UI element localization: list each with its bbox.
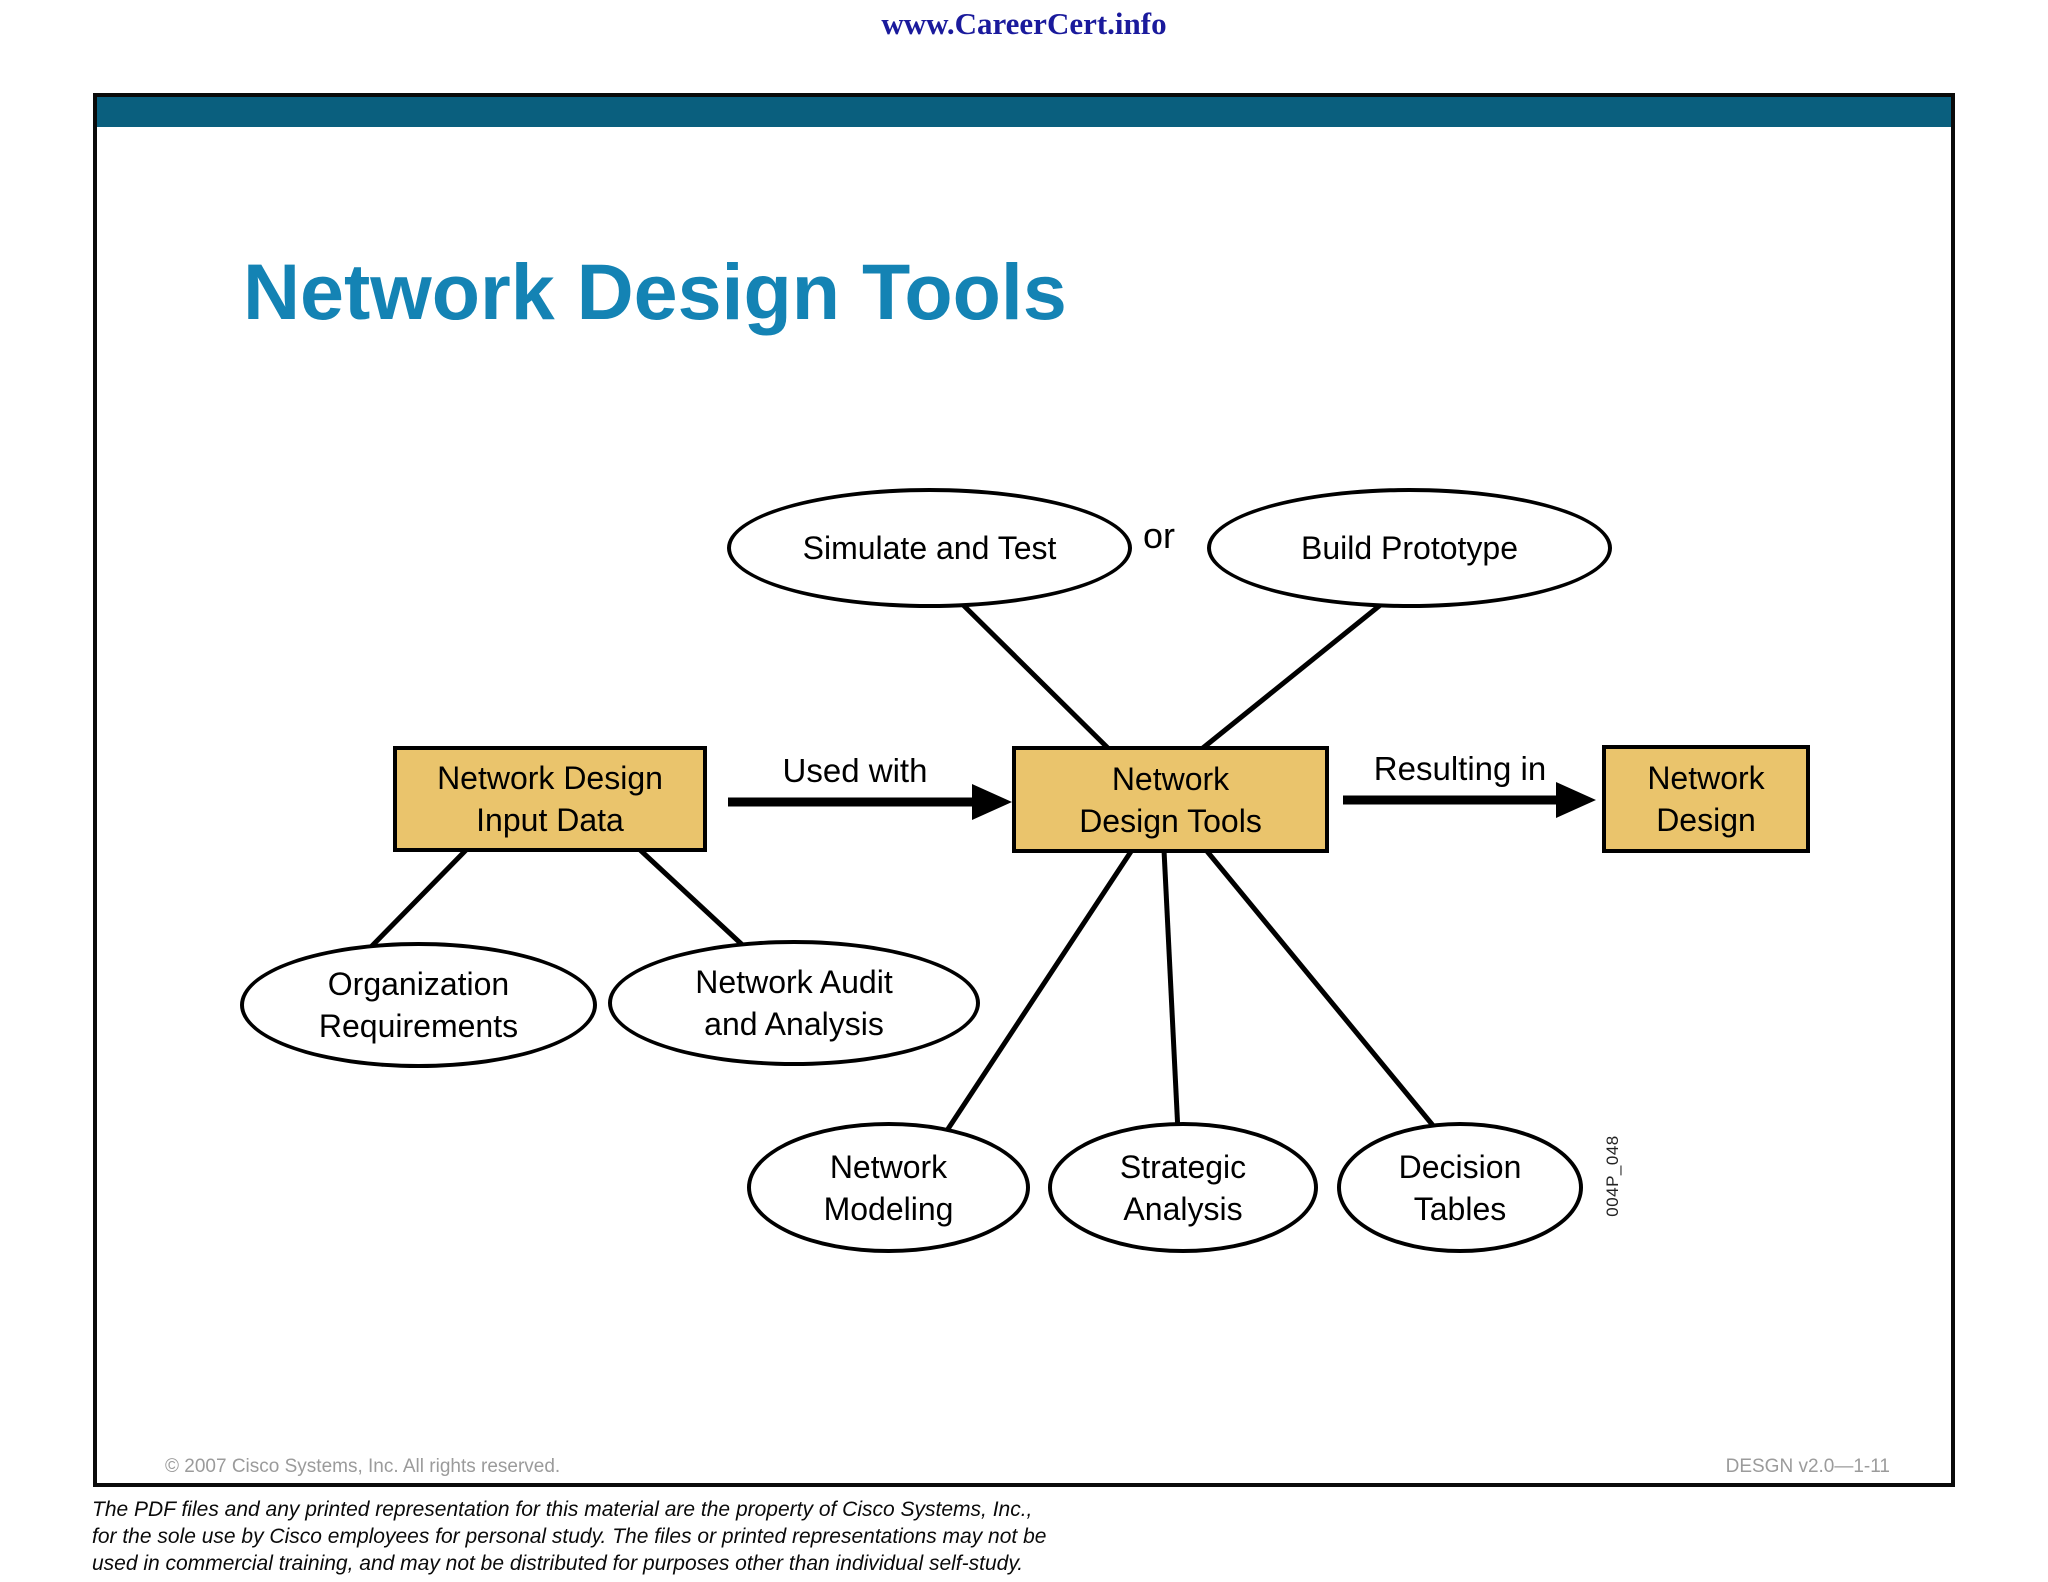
box-network-design-input-data: Network Design Input Data <box>393 746 707 852</box>
ellipse-strategic-analysis: Strategic Analysis <box>1048 1122 1318 1253</box>
slide-header-bar <box>97 97 1951 127</box>
doc-id-text: DESGN v2.0—1-11 <box>1725 1456 1890 1477</box>
box-network-design: Network Design <box>1602 745 1810 853</box>
ellipse-simulate-and-test: Simulate and Test <box>727 488 1132 608</box>
ellipse-network-modeling: Network Modeling <box>747 1122 1030 1253</box>
figure-id: 004P_048 <box>1603 1135 1622 1217</box>
ellipse-network-audit-analysis: Network Audit and Analysis <box>608 940 980 1066</box>
or-label: or <box>1143 515 1176 556</box>
careercert-watermark-link[interactable]: www.CareerCert.info <box>881 6 1167 41</box>
label-used-with: Used with <box>782 752 928 789</box>
label-resulting-in: Resulting in <box>1373 750 1547 787</box>
ellipse-build-prototype: Build Prototype <box>1207 488 1612 608</box>
disclaimer-line: used in commercial training, and may not… <box>92 1552 1024 1575</box>
copyright-text: © 2007 Cisco Systems, Inc. All rights re… <box>165 1456 561 1477</box>
box-network-design-tools: Network Design Tools <box>1012 746 1329 853</box>
disclaimer-line: The PDF files and any printed representa… <box>92 1498 1033 1521</box>
ellipse-organization-requirements: Organization Requirements <box>240 942 597 1068</box>
ellipse-decision-tables: Decision Tables <box>1337 1122 1583 1253</box>
slide-title: Network Design Tools <box>243 247 1067 336</box>
disclaimer: The PDF files and any printed representa… <box>92 1496 1046 1577</box>
disclaimer-line: for the sole use by Cisco employees for … <box>92 1525 1047 1548</box>
